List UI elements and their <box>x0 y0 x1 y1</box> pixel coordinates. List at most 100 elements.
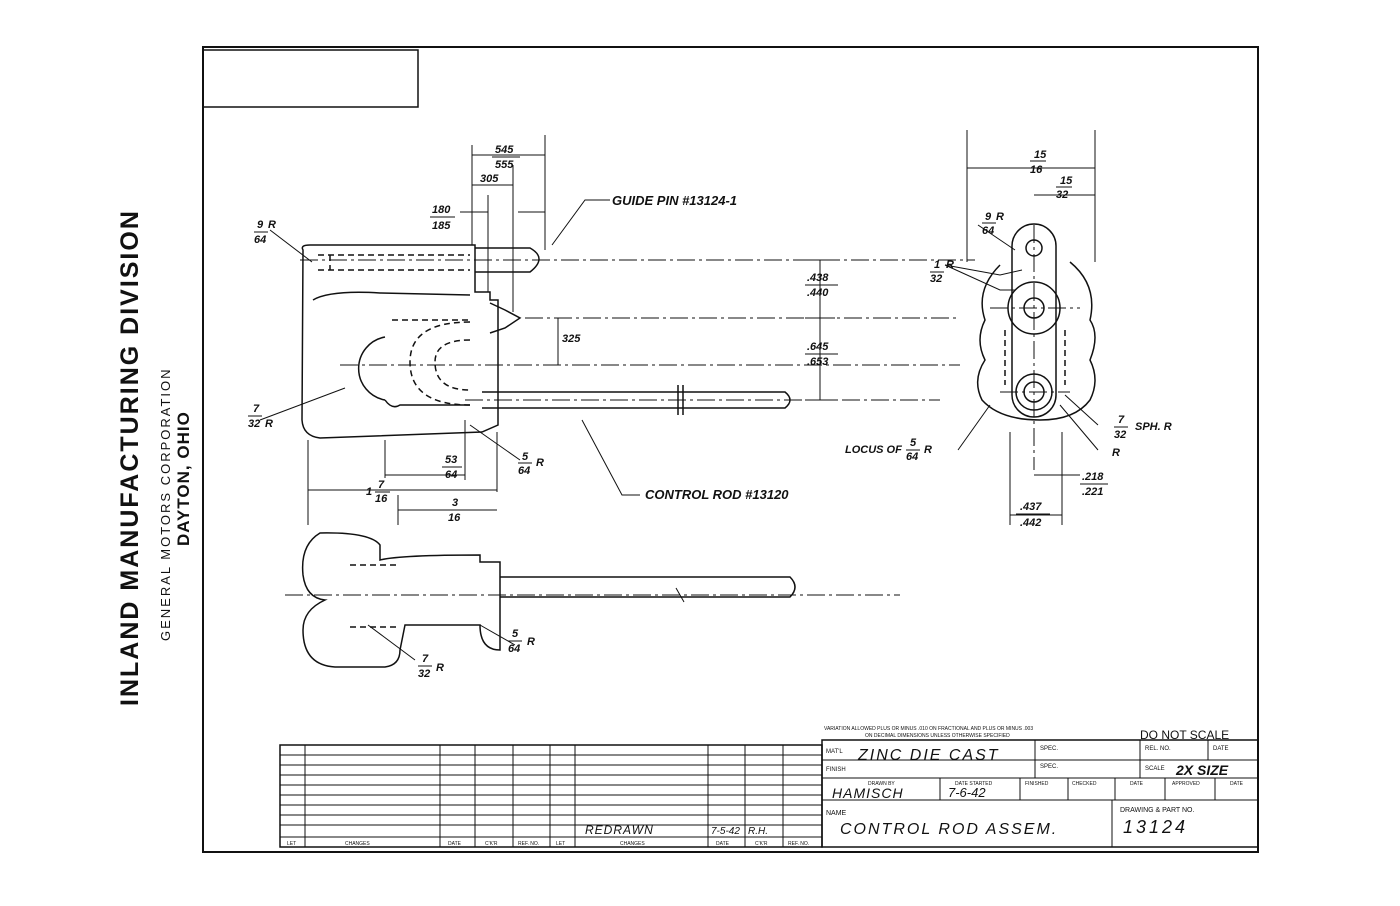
title-block-rows <box>822 740 1258 847</box>
dim-64-right: 64 <box>982 225 994 237</box>
dim-438: .438 <box>807 272 829 284</box>
dim-15-b: 15 <box>1060 175 1073 187</box>
guide-pin <box>475 247 540 273</box>
dim-32-right-2: 32 <box>1114 429 1126 441</box>
body-lower-step <box>384 399 470 408</box>
dim-545: 545 <box>495 144 514 156</box>
dim-7-mid: 7 <box>378 479 385 491</box>
body-outline <box>301 244 499 439</box>
dim-185: 185 <box>432 220 451 232</box>
spec-label-2: SPEC. <box>1040 764 1058 770</box>
dim-64-low: 64 <box>508 643 520 655</box>
locus-64: 64 <box>906 451 918 463</box>
title-block-frame <box>821 739 1259 848</box>
right-hidden <box>1004 330 1066 385</box>
dim-440: .440 <box>807 287 829 299</box>
lower-leaders <box>367 624 516 661</box>
right-body <box>976 261 1096 421</box>
right-dim-lines <box>966 130 1096 525</box>
semicircle-cutout <box>357 336 386 401</box>
dim-64-top: 64 <box>254 234 266 246</box>
dim-32-left: 32 <box>248 418 260 430</box>
lower-centerline <box>285 587 900 603</box>
dim-16-b: 16 <box>448 512 461 524</box>
dim-64-mid: 64 <box>445 469 457 481</box>
hdr-ckr-2: C'K'R <box>755 841 768 847</box>
drawn-by-label: DRAWN BY <box>868 781 895 787</box>
checked-label: CHECKED <box>1072 781 1097 787</box>
part-callouts: GUIDE PIN #13124-1 CONTROL ROD #13120 <box>612 193 789 502</box>
dim-1: 1 <box>366 486 372 498</box>
lower-hidden <box>350 564 400 628</box>
dim-5-low: 5 <box>512 628 519 640</box>
date-started-label: DATE STARTED <box>955 781 993 787</box>
dim-218: .218 <box>1082 471 1104 483</box>
dim-7-low: 7 <box>422 653 429 665</box>
dim-r-mid: R <box>536 457 544 469</box>
hdr-let-2: LET <box>556 841 565 847</box>
entry-date: 7-5-42 <box>711 826 740 837</box>
dim-32-right: 32 <box>930 273 942 285</box>
dim-lines-bottom <box>307 420 498 525</box>
dim-64-mid-2: 64 <box>518 465 530 477</box>
guide-pin-hidden <box>318 254 470 271</box>
corner-box <box>202 49 419 108</box>
date-label-2: DATE <box>1130 781 1144 787</box>
entry-ckr: R.H. <box>748 826 768 837</box>
finish-label: FINISH <box>826 767 846 773</box>
changes-block-texts: LET CHANGES DATE C'K'R REF. NO. LET CHAN… <box>287 823 809 847</box>
hdr-date-1: DATE <box>448 841 462 847</box>
dim-1-right: 1 <box>934 259 940 271</box>
scale-value: 2X SIZE <box>1175 762 1229 778</box>
dim-53: 53 <box>445 454 457 466</box>
variation-note-1: VARIATION ALLOWED PLUS OR MINUS .010 ON … <box>824 726 1033 732</box>
spec-label-1: SPEC. <box>1040 746 1058 752</box>
dim-r-top: R <box>268 219 276 231</box>
rel-no-label: REL. NO. <box>1145 746 1171 752</box>
dim-653: .653 <box>807 356 828 368</box>
hdr-ref-1: REF. NO. <box>518 841 539 847</box>
drawing-linework <box>259 130 1259 848</box>
leaders-top-left <box>259 199 640 496</box>
sph-r-label: SPH. R <box>1135 421 1172 433</box>
dim-645: .645 <box>807 341 829 353</box>
hdr-ckr-1: C'K'R <box>485 841 498 847</box>
entry-text: REDRAWN <box>585 823 654 837</box>
dim-325: 325 <box>562 333 581 345</box>
drawing-no-label: DRAWING & PART NO. <box>1120 807 1194 814</box>
guide-pin-label: GUIDE PIN #13124-1 <box>612 193 737 208</box>
dim-r-right: R <box>996 211 1004 223</box>
changes-block-frame <box>279 744 823 848</box>
dim-15-a: 15 <box>1034 149 1047 161</box>
locus-r: R <box>924 444 932 456</box>
dim-442: .442 <box>1020 517 1041 529</box>
body-nose <box>489 302 522 334</box>
approved-label: APPROVED <box>1172 781 1200 787</box>
right-link <box>1011 223 1057 418</box>
lower-body-outline <box>301 532 501 668</box>
dim-9-right: 9 <box>985 211 992 223</box>
locus-5: 5 <box>910 437 917 449</box>
right-centerlines <box>990 225 1080 470</box>
dim-r-low: R <box>527 636 535 648</box>
hdr-let-1: LET <box>287 841 296 847</box>
date-label: DATE <box>1213 746 1229 752</box>
dim-32-low: 32 <box>418 668 430 680</box>
changes-block-rows <box>280 745 822 847</box>
dim-32-r: 32 <box>1056 189 1068 201</box>
dim-180: 180 <box>432 204 451 216</box>
dim-3: 3 <box>452 497 458 509</box>
locus-label: LOCUS OF <box>845 444 902 456</box>
dim-5-mid: 5 <box>522 451 529 463</box>
hdr-changes-2: CHANGES <box>620 841 645 847</box>
name-label: NAME <box>826 810 847 817</box>
drawing-border <box>202 46 1259 853</box>
r-label: R <box>1112 447 1120 459</box>
hidden-arcs <box>392 319 471 406</box>
hdr-ref-2: REF. NO. <box>788 841 809 847</box>
matl-value: ZINC DIE CAST <box>857 747 1000 764</box>
scale-label: SCALE <box>1145 766 1165 772</box>
dim-16: 16 <box>375 493 388 505</box>
control-rod-label: CONTROL ROD #13120 <box>645 487 789 502</box>
